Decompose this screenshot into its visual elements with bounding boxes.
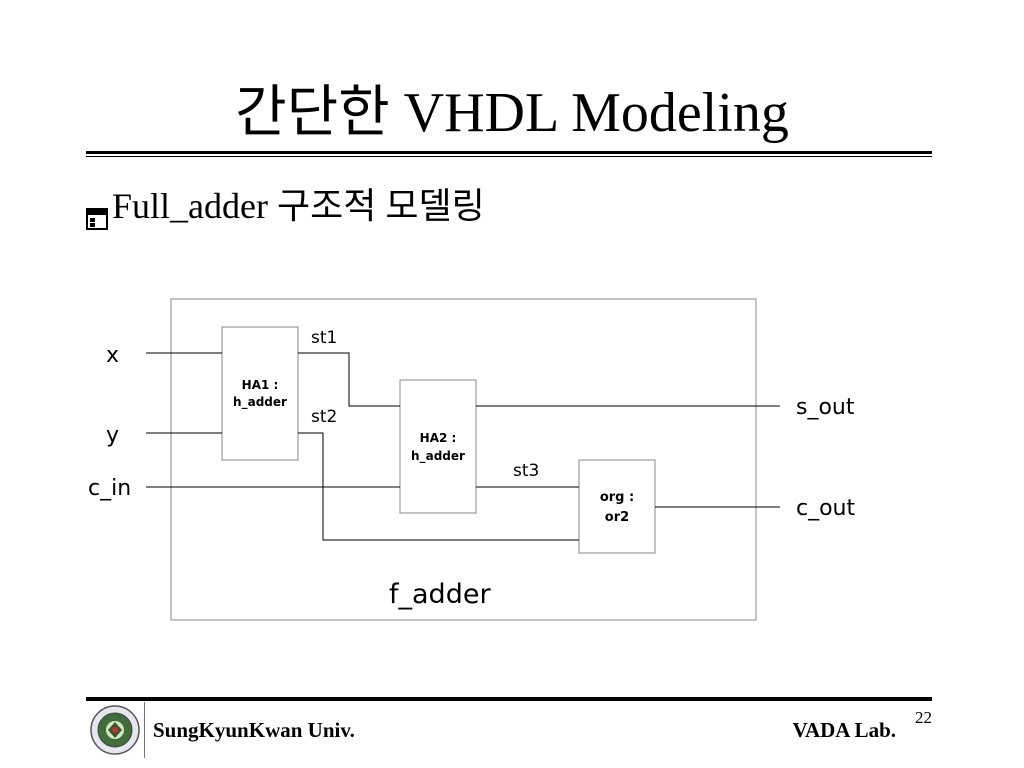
wire-st1: [298, 352, 400, 407]
bullet-item: Full_adder 구조적 모델링: [86, 183, 485, 230]
university-logo: [86, 702, 145, 758]
title-divider-thick: [86, 151, 932, 154]
footer-lab: VADA Lab.: [792, 718, 896, 742]
port-c-in-label: c_in: [88, 476, 131, 501]
page-number: 22: [915, 708, 932, 727]
ha2-block: [399, 379, 477, 514]
bullet-box-icon: [86, 195, 108, 230]
or2-label-line2: or2: [605, 510, 629, 525]
port-y-label: y: [106, 423, 119, 448]
signal-st1-label: st1: [311, 328, 337, 348]
title-divider-thin: [86, 156, 932, 157]
ha2-label-line1: HA2 :: [420, 431, 457, 445]
entity-box: [170, 298, 757, 621]
signal-st2-label: st2: [311, 407, 337, 427]
slide-title: 간단한 VHDL Modeling: [235, 82, 789, 144]
ha1-label-line2: h_adder: [233, 395, 287, 410]
footer-university: SungKyunKwan Univ.: [153, 718, 355, 742]
bullet-text: Full_adder 구조적 모델링: [112, 186, 485, 226]
ha2-label-line2: h_adder: [411, 449, 465, 464]
port-c-out-label: c_out: [796, 496, 855, 521]
or2-block: [578, 459, 656, 554]
ha1-label-line1: HA1 :: [242, 378, 279, 392]
signal-st3-label: st3: [513, 461, 539, 481]
footer-divider: [86, 697, 932, 701]
port-s-out-label: s_out: [796, 395, 855, 420]
or2-label-line1: org :: [600, 490, 634, 505]
wire-st2: [298, 432, 579, 541]
entity-name-label: f_adder: [389, 579, 491, 610]
port-x-label: x: [106, 343, 119, 368]
ha1-block: [221, 326, 299, 461]
